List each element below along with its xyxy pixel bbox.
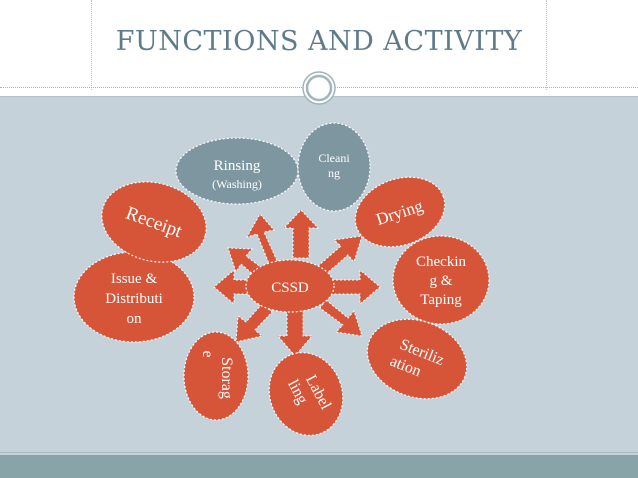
hub-label: CSSD (271, 280, 309, 296)
hub-node: CSSD (245, 259, 335, 313)
rinsing-node: Rinsing (Washing) (175, 137, 299, 205)
rinsing-label: Rinsing (214, 158, 261, 174)
issue-label-line2: Distributi (105, 291, 163, 307)
arrow-down-left (235, 303, 273, 343)
issue-label-line3: on (127, 311, 143, 327)
rinsing-sublabel: (Washing) (212, 177, 262, 191)
cleaning-label-line2: ng (328, 166, 340, 180)
sterilization-node: Steriliz ation (366, 318, 468, 400)
header-divider-right (546, 0, 547, 90)
ornament-circle-icon (302, 71, 336, 105)
arrow-up-right (317, 235, 363, 275)
issue-label-line1: Issue & (111, 271, 158, 287)
arrow-down (276, 309, 314, 357)
header-divider-left (91, 0, 92, 90)
checking-label-line1: Checkin (416, 254, 466, 270)
storage-node: Storag e (183, 331, 249, 421)
arrows-group (213, 209, 381, 357)
arrow-up-left (245, 213, 279, 267)
issue-distribution-node: Issue & Distributi on (73, 251, 195, 343)
arrow-right (327, 268, 381, 306)
slide-footer (0, 455, 638, 478)
checking-label-line3: Taping (420, 292, 462, 308)
arrow-down-right (319, 299, 363, 337)
receipt-node: Receipt (101, 181, 207, 263)
cleaning-node: Cleani ng (297, 122, 371, 212)
slide-title: FUNCTIONS AND ACTIVITY (115, 26, 523, 57)
labelling-node: Label ling (268, 352, 344, 436)
cleaning-label-line1: Cleani (318, 151, 350, 165)
storage-label-line2: e (199, 350, 216, 357)
checking-taping-node: Checkin g & Taping (392, 235, 490, 325)
storage-label-line1: Storag (218, 357, 235, 399)
footer-rule (0, 452, 638, 453)
arrow-up (282, 209, 320, 259)
drying-node: Drying (354, 176, 446, 248)
checking-label-line2: g & (430, 273, 453, 289)
arrow-left-up (227, 247, 263, 277)
